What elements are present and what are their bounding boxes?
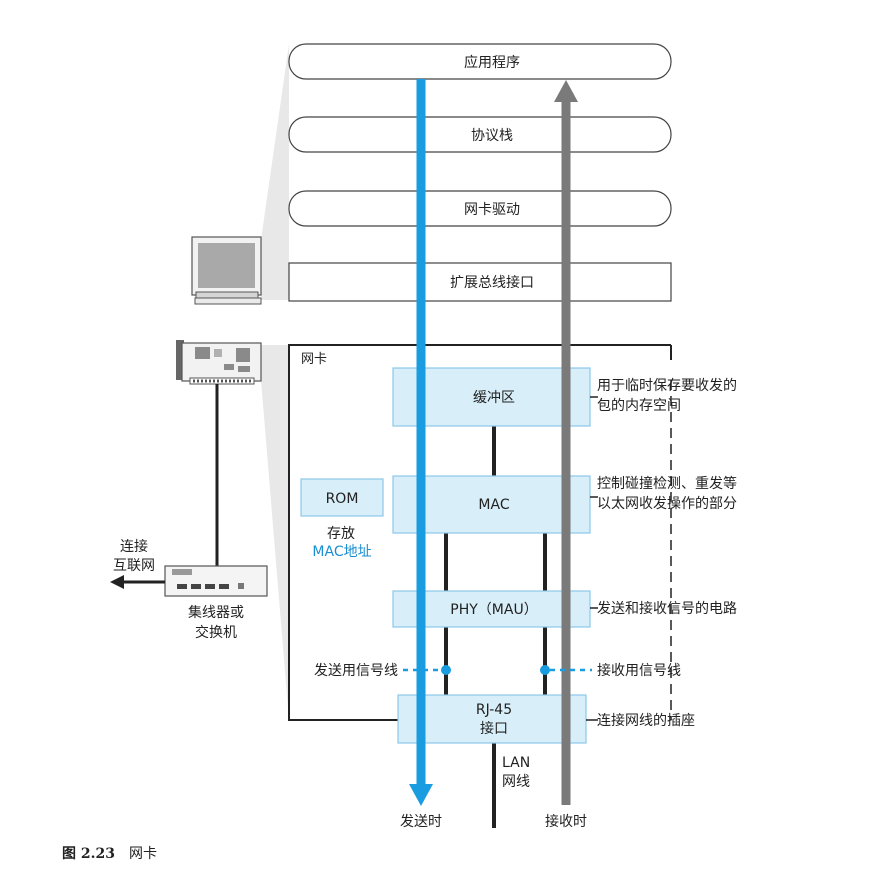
phy-box — [392, 590, 591, 628]
receive-arrow-head — [554, 80, 578, 102]
computer-monitor-icon — [191, 236, 262, 305]
bus-interface-label: 扩展总线接口 — [450, 274, 534, 291]
send-signal-label: 发送用信号线 — [314, 663, 398, 679]
bus-interface-box — [288, 262, 672, 302]
network-card-icon — [176, 340, 262, 385]
mac-annot-line1: 控制碰撞检测、重发等 — [597, 475, 737, 492]
recv-signal-label: 接收用信号线 — [597, 662, 681, 679]
internet-arrow-head — [110, 575, 124, 589]
internet-label-line1: 连接 — [120, 538, 148, 555]
nic-driver-box — [288, 190, 672, 227]
protocol-stack-label: 协议栈 — [471, 128, 513, 144]
buffer-annot-line1: 用于临时保存要收发的 — [597, 378, 737, 394]
nic-zoom-wedge — [261, 345, 289, 720]
rj45-annot: 连接网线的插座 — [597, 712, 695, 729]
rom-label: ROM — [326, 491, 359, 507]
buffer-label: 缓冲区 — [473, 390, 515, 406]
figure-number: 图 2.23 — [62, 846, 115, 862]
protocol-stack-box — [288, 116, 672, 153]
lan-label-line1: LAN — [502, 755, 530, 771]
software-zoom-wedge — [261, 44, 289, 300]
rj45-label-line2: 接口 — [480, 720, 508, 737]
mac-annot-line2: 以太网收发操作的部分 — [597, 496, 737, 512]
rom-box — [300, 478, 384, 517]
rom-note-line1: 存放 — [327, 526, 355, 542]
rj45-label-line1: RJ-45 — [476, 702, 512, 718]
rom-note-line2: MAC地址 — [312, 544, 371, 560]
rj45-box — [397, 694, 587, 744]
buffer-box — [392, 367, 591, 427]
phy-label: PHY（MAU） — [450, 602, 537, 618]
send-arrow-label: 发送时 — [400, 814, 442, 830]
mac-box — [392, 475, 591, 534]
buffer-annot-line2: 包的内存空间 — [597, 398, 681, 414]
send-arrow-head — [409, 784, 433, 806]
recv-signal-dot — [540, 665, 550, 675]
receive-arrow-label: 接收时 — [545, 813, 587, 830]
phy-annot: 发送和接收信号的电路 — [597, 600, 737, 617]
application-box — [288, 43, 672, 80]
hub-name-line2: 交换机 — [195, 624, 237, 641]
nic-title: 网卡 — [301, 352, 327, 367]
application-label: 应用程序 — [464, 54, 520, 71]
nic-driver-label: 网卡驱动 — [464, 202, 520, 218]
mac-label: MAC — [478, 497, 509, 513]
internet-label-line2: 互联网 — [113, 558, 155, 574]
hub-name-line1: 集线器或 — [188, 604, 244, 621]
nic-outline — [288, 344, 671, 721]
send-signal-dot — [441, 665, 451, 675]
hub-switch-icon — [164, 565, 268, 597]
lan-label-line2: 网线 — [502, 774, 530, 790]
figure-title: 网卡 — [128, 846, 157, 862]
figure-caption: 图 2.23 网卡 — [62, 843, 157, 863]
